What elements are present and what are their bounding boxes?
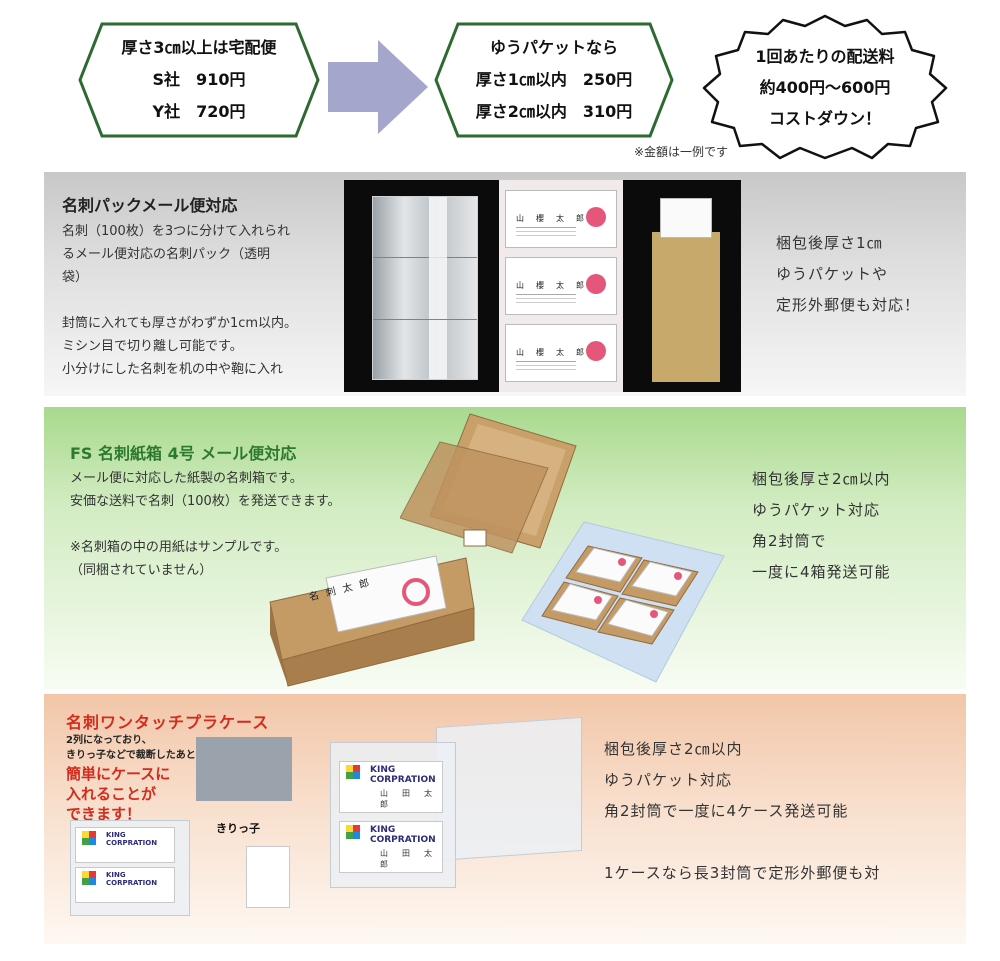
- yupacket-line2: 厚さ1㎝以内 250円: [475, 70, 633, 89]
- pink-logo-icon: [586, 207, 606, 227]
- clear-sleeve-image: [372, 196, 478, 380]
- card-pack-shipping-info: 梱包後厚さ1㎝ ゆうパケットや 定形外郵便も対応！: [776, 228, 920, 321]
- paper-box-desc-line: 安価な送料で名刺（100枚）を発送できます。: [70, 494, 341, 509]
- closed-box-image: [269, 555, 475, 687]
- card-pack-desc-line: [62, 289, 332, 312]
- cost-down-burst: 1回あたりの配送料 約400円〜600円 コストダウン！: [700, 10, 950, 165]
- card-pack-ship-line: 定形外郵便も対応！: [776, 296, 921, 314]
- logo-cube-icon: [346, 765, 360, 779]
- takuhaibin-line2: S社 910円: [152, 70, 246, 89]
- card-pack-ship-line: ゆうパケットや: [776, 265, 889, 283]
- business-card-image: 山 櫻 太 郎: [505, 190, 617, 248]
- plastic-case-ship-line: [604, 827, 880, 858]
- promo-red-line: 簡単にケースに: [66, 765, 171, 783]
- paper-box-desc-line: メール便に対応した紙製の名刺箱です。: [70, 471, 303, 486]
- king-card-image: KING CORPRATION: [75, 867, 175, 903]
- king-card-company: KING CORPRATION: [370, 825, 436, 845]
- card-stack-image: 山 櫻 太 郎 山 櫻 太 郎 山 櫻 太 郎: [499, 180, 623, 392]
- card-pack-desc-line: 封筒に入れても厚さがわずか1cm以内。: [62, 316, 298, 331]
- card-pack-title: 名刺パックメール便対応: [62, 196, 238, 215]
- card-pack-desc-line: るメール便対応の名刺パック（透明: [62, 247, 271, 262]
- paper-box-desc-line: （同梱されていません）: [70, 563, 213, 578]
- logo-cube-icon: [82, 871, 96, 885]
- paper-box-shipping-info: 梱包後厚さ2㎝以内 ゆうパケット対応 角2封筒で 一度に4箱発送可能: [752, 464, 891, 588]
- takuhaibin-price-box: 厚さ3㎝以上は宅配便 S社 910円 Y社 720円: [78, 22, 320, 138]
- burst-line2: 約400円〜600円: [759, 78, 891, 97]
- paper-box-ship-line: 一度に4箱発送可能: [752, 563, 891, 581]
- plastic-case-promo-title: 名刺ワンタッチプラケース: [66, 713, 270, 732]
- plastic-case-ship-line: 角2封筒で一度に4ケース発送可能: [604, 802, 849, 820]
- plastic-case-promo-red: 簡単にケースに 入れることが できます！: [66, 764, 170, 824]
- card-pack-desc-line: 小分けにした名刺を机の中や鞄に入れ: [62, 362, 284, 377]
- yupacket-line3: 厚さ2㎝以内 310円: [475, 102, 633, 121]
- kiriko-label: きりっ子: [216, 822, 260, 835]
- card-pack-desc-line: ミシン目で切り離し可能です。: [62, 339, 243, 354]
- card-pack-ship-line: 梱包後厚さ1㎝: [776, 234, 883, 252]
- paper-box-ship-line: 角2封筒で: [752, 532, 827, 550]
- promo-red-line: できます！: [66, 805, 142, 823]
- burst-line3: コストダウン！: [768, 109, 881, 128]
- king-card-image: KING CORPRATION: [75, 827, 175, 863]
- card-pack-photo: 山 櫻 太 郎 山 櫻 太 郎 山 櫻 太 郎: [344, 180, 741, 392]
- yupacket-line1: ゆうパケットなら: [489, 38, 618, 57]
- arrow-right-icon: [328, 40, 428, 134]
- burst-line1: 1回あたりの配送料: [755, 47, 895, 66]
- open-box-lid-image: [400, 413, 577, 554]
- paper-box-ship-line: 梱包後厚さ2㎝以内: [752, 470, 891, 488]
- card-name: 山 櫻 太 郎: [516, 281, 586, 290]
- takuhaibin-line1: 厚さ3㎝以上は宅配便: [121, 38, 277, 57]
- pink-logo-icon: [586, 274, 606, 294]
- loose-cards-image: [246, 846, 290, 908]
- paper-box-desc-line: ※名刺箱の中の用紙はサンプルです。: [70, 540, 288, 555]
- plastic-case-ship-line: 1ケースなら長3封筒で定形外郵便も対: [604, 864, 881, 882]
- plastic-case-ship-line: ゆうパケット対応: [604, 771, 733, 789]
- burst-frame: [702, 14, 948, 160]
- yupacket-price-box: ゆうパケットなら 厚さ1㎝以内 250円 厚さ2㎝以内 310円: [434, 22, 674, 138]
- takuhaibin-line3: Y社 720円: [152, 102, 246, 121]
- paper-box-description: メール便に対応した紙製の名刺箱です。 安価な送料で名刺（100枚）を発送できます…: [70, 467, 390, 582]
- paper-box-ship-line: ゆうパケット対応: [752, 501, 881, 519]
- king-card-company: KING CORPRATION: [106, 831, 158, 847]
- small-plastic-case-image: KING CORPRATION KING CORPRATION: [70, 820, 190, 916]
- king-card-name: 山 田 太 郎: [380, 789, 446, 809]
- logo-cube-icon: [346, 825, 360, 839]
- card-name: 山 櫻 太 郎: [516, 214, 586, 223]
- business-card-image: 山 櫻 太 郎: [505, 324, 617, 382]
- paper-box-title: FS 名刺紙箱 4号 メール便対応: [70, 444, 297, 463]
- card-pack-description: 名刺（100枚）を3つに分けて入れられ るメール便対応の名刺パック（透明 袋） …: [62, 220, 332, 381]
- hand-inserting-cards-image: [196, 737, 292, 801]
- case-lid-image: [436, 716, 582, 862]
- king-card-image: KING CORPRATION 山 田 太 郎: [339, 761, 443, 813]
- king-card-name: 山 田 太 郎: [380, 849, 446, 869]
- hex-frame: [78, 22, 320, 138]
- card-pack-desc-line: 名刺（100枚）を3つに分けて入れられ: [62, 224, 291, 239]
- kraft-envelope-image: [652, 198, 720, 382]
- business-card-image: 山 櫻 太 郎: [505, 257, 617, 315]
- king-card-image: KING CORPRATION 山 田 太 郎: [339, 821, 443, 873]
- king-card-company: KING CORPRATION: [106, 871, 158, 887]
- plastic-case-ship-line: 梱包後厚さ2㎝以内: [604, 740, 743, 758]
- price-example-note: ※金額は一例です: [634, 145, 729, 159]
- king-card-company: KING CORPRATION: [370, 765, 436, 785]
- plastic-case-promo-small: 2列になっており、 きりっ子などで裁断したあとで: [66, 733, 206, 763]
- card-name: 山 櫻 太 郎: [516, 348, 586, 357]
- four-boxes-image: [521, 521, 725, 683]
- promo-small-line: きりっ子などで裁断したあとで: [66, 750, 206, 761]
- logo-cube-icon: [82, 831, 96, 845]
- large-plastic-case-image: KING CORPRATION 山 田 太 郎 KING CORPRATION …: [330, 742, 456, 888]
- plastic-case-shipping-info: 梱包後厚さ2㎝以内 ゆうパケット対応 角2封筒で一度に4ケース発送可能 1ケース…: [604, 734, 880, 889]
- card-pack-desc-line: 袋）: [62, 270, 89, 285]
- pink-logo-icon: [586, 341, 606, 361]
- promo-small-line: 2列になっており、: [66, 735, 152, 746]
- paper-box-desc-line: [70, 513, 390, 536]
- hex-frame: [434, 22, 674, 138]
- promo-red-line: 入れることが: [66, 785, 157, 803]
